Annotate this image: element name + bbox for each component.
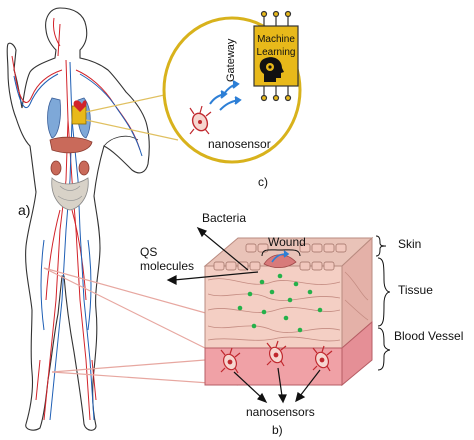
- heart-icon: [73, 100, 87, 112]
- tissue-label: Tissue: [398, 283, 433, 297]
- human-body-illustration: [6, 7, 150, 431]
- bacteria-arrow: [196, 226, 249, 271]
- head-gear-icon: [259, 57, 284, 82]
- qs-label-line2: molecules: [140, 259, 194, 273]
- qs-label-line1: QS: [140, 245, 157, 259]
- organs: [47, 97, 93, 211]
- gateway-label: Gateway: [225, 38, 237, 82]
- signal-arrows-icon: [209, 80, 242, 111]
- machine-learning-line1: Machine: [257, 34, 295, 45]
- wound-label: Wound: [268, 235, 306, 249]
- arteries: [11, 17, 141, 421]
- chip-pins: [260, 10, 292, 102]
- nanosensors-in-vessel: [220, 340, 333, 374]
- inset-c: Machine Learning Gateway nanosensor: [162, 10, 302, 164]
- wound-bracket: [261, 249, 301, 257]
- layer-braces: [375, 235, 391, 371]
- bacteria-label: Bacteria: [202, 211, 246, 225]
- panel-b-label: b): [272, 423, 283, 437]
- body-outline: [6, 7, 150, 431]
- machine-learning-line2: Learning: [257, 47, 296, 58]
- skin-label: Skin: [398, 237, 421, 251]
- bacteria-dots: [237, 273, 323, 333]
- panel-a-label: a): [18, 202, 30, 218]
- nanosensors-label: nanosensors: [246, 405, 315, 419]
- qs-arrow: [166, 271, 259, 285]
- nanosensor-icon: [189, 105, 212, 135]
- tissue-front: [204, 265, 343, 349]
- nanosensors-arrows: [233, 367, 321, 404]
- nanosensor-label: nanosensor: [208, 137, 271, 151]
- skin-section: [203, 236, 374, 387]
- qs-signal-icon: [271, 250, 290, 263]
- blood-vessel-label: Blood Vessel: [394, 329, 463, 343]
- panel-c-label: c): [258, 175, 268, 189]
- wound-area: [263, 254, 297, 268]
